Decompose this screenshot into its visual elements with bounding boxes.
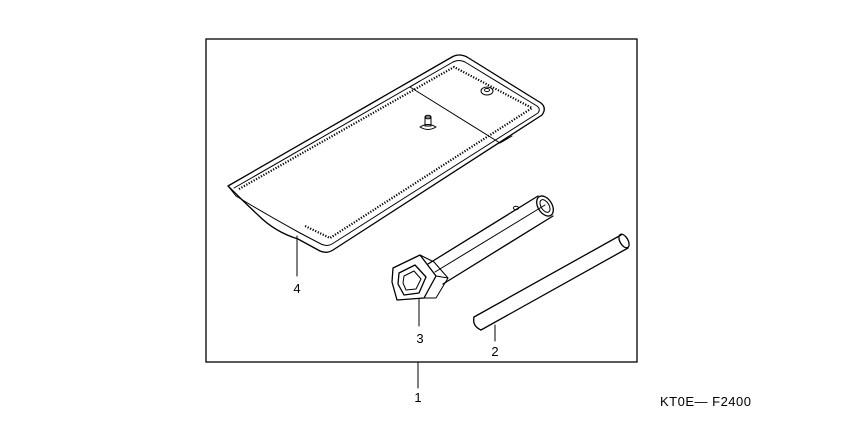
callout-4: 4: [293, 281, 300, 296]
tool-bag: [227, 54, 545, 253]
assembly-frame: [205, 38, 638, 363]
callout-2: 2: [491, 344, 498, 359]
callout-1: 1: [414, 390, 421, 405]
box-wrench: [391, 195, 554, 301]
figure-code: KT0E— F2400: [660, 394, 752, 409]
callout-3: 3: [416, 331, 423, 346]
pin-rod: [473, 233, 630, 331]
